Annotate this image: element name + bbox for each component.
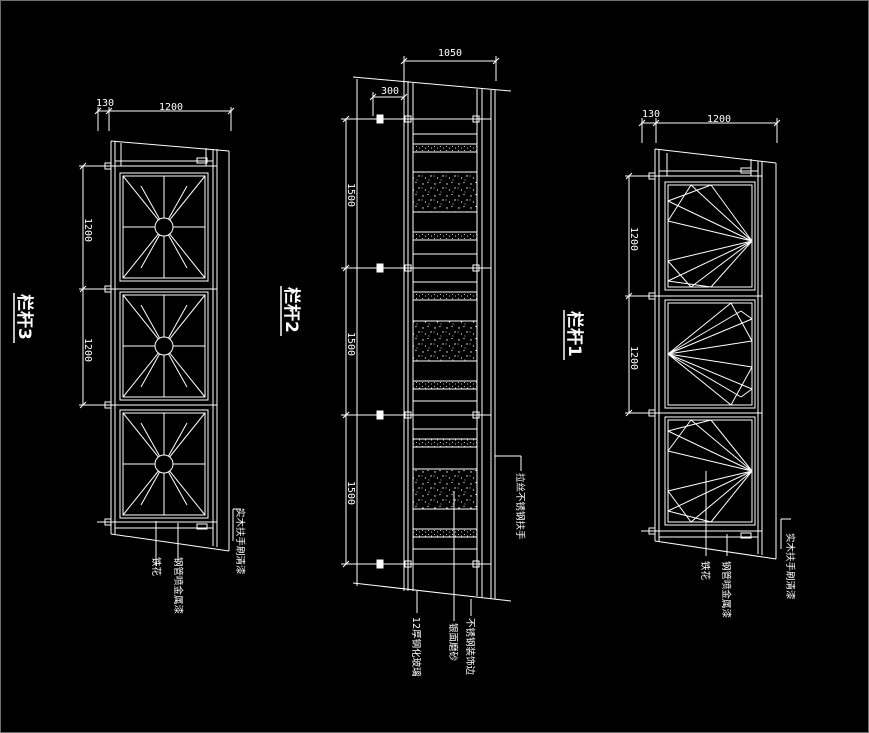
railing2-width-dim: 1050	[438, 48, 462, 59]
railing1-note-ironwork: 铁花	[699, 561, 711, 581]
railing3-note-handrail: 实木扶手刷清漆	[234, 508, 246, 575]
railing1-note-steel-pipe: 钢管喷金属漆	[720, 561, 732, 619]
railing1-title: 栏杆1	[564, 311, 585, 357]
railing1-top-dimension	[638, 118, 781, 143]
railing3-panel-1	[119, 172, 209, 282]
railing2-side-dimension	[341, 115, 373, 568]
railing3-title: 栏杆3	[14, 294, 35, 340]
railing2-note-tempered-glass: 12厚钢化玻璃	[410, 617, 422, 677]
railing1-width-dim: 1200	[707, 114, 731, 125]
railing1-height-dim-2: 1200	[628, 346, 639, 370]
railing2-height-dim-2: 1500	[345, 332, 356, 356]
railing1-height-dim-1: 1200	[628, 227, 639, 251]
railing3-post-dim: 130	[96, 98, 114, 109]
railing3-note-ironwork: 铁花	[150, 557, 162, 577]
railing3-top-dimension	[94, 107, 235, 131]
railing3-note-steel-pipe: 钢管喷金属漆	[172, 557, 184, 615]
railing1-post-dim: 130	[642, 109, 660, 120]
railing2-note-handrail: 拉丝不锈钢扶手	[514, 473, 526, 540]
railing1-panel-3	[664, 416, 756, 526]
railing2-elevation	[341, 56, 522, 621]
railing2-top-dimension	[369, 56, 500, 116]
railing1-panel-1	[664, 181, 756, 291]
railing3-height-dim-1: 1200	[82, 218, 93, 242]
railing3-elevation	[79, 107, 241, 566]
railing2-note-steel-trim: 不锈钢装饰边	[464, 618, 476, 676]
railing3-side-dimension	[79, 162, 99, 409]
railing2-post-dim: 300	[381, 86, 399, 97]
railing2-panel-2	[412, 281, 478, 402]
railing1-panel-2	[664, 299, 756, 409]
railing3-height-dim-2: 1200	[82, 338, 93, 362]
railing1-elevation	[625, 118, 791, 560]
railing2-title: 栏杆2	[281, 287, 302, 333]
railing1-note-handrail: 实木扶手刷清漆	[784, 533, 796, 600]
railing2-height-dim-3: 1500	[345, 481, 356, 505]
railing3-panel-3	[119, 409, 209, 519]
railing2-panel-1	[412, 133, 478, 255]
railing2-panel-3	[412, 428, 478, 550]
railing1-side-dimension	[625, 172, 643, 417]
railing2-height-dim-1: 1500	[345, 183, 356, 207]
railing2-note-frosted: 银面磨砂	[447, 623, 459, 662]
railing3-width-dim: 1200	[159, 102, 183, 113]
railing3-panel-2	[119, 291, 209, 401]
